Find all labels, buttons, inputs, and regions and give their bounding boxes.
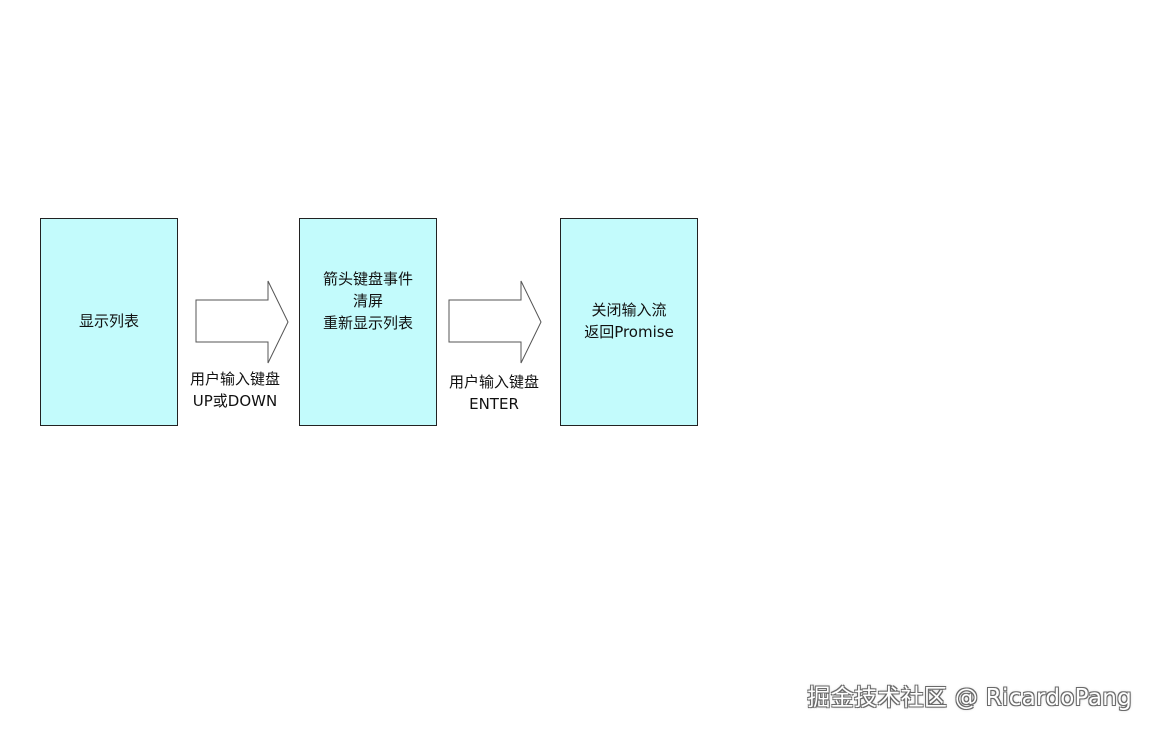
flow-arrow-shape — [448, 280, 542, 364]
node-label-line: 显示列表 — [78, 312, 139, 330]
edge-label-enter: 用户输入键盘 ENTER — [434, 371, 554, 415]
node-arrow-key-event: 箭头键盘事件 清屏 重新显示列表 — [299, 218, 437, 426]
edge-label-up-down: 用户输入键盘 UP或DOWN — [175, 368, 295, 412]
flow-arrow-enter — [448, 280, 542, 364]
edge-label-line: UP或DOWN — [192, 392, 278, 410]
flow-arrow-shape — [195, 280, 289, 364]
node-label-line: 箭头键盘事件 — [322, 270, 413, 288]
edge-label-line: ENTER — [469, 395, 519, 413]
node-label-line: 清屏 — [352, 292, 383, 310]
node-label-line: 关闭输入流 — [591, 301, 667, 319]
edge-label-line: 用户输入键盘 — [448, 373, 539, 391]
node-close-input: 关闭输入流 返回Promise — [560, 218, 698, 426]
edge-label-line: 用户输入键盘 — [189, 370, 280, 388]
node-label-line: 重新显示列表 — [322, 314, 413, 332]
watermark: 掘金技术社区 @ RicardoPang — [807, 685, 1132, 711]
node-show-list: 显示列表 — [40, 218, 178, 426]
node-label-line: 返回Promise — [584, 323, 674, 341]
flow-arrow-up-down — [195, 280, 289, 364]
